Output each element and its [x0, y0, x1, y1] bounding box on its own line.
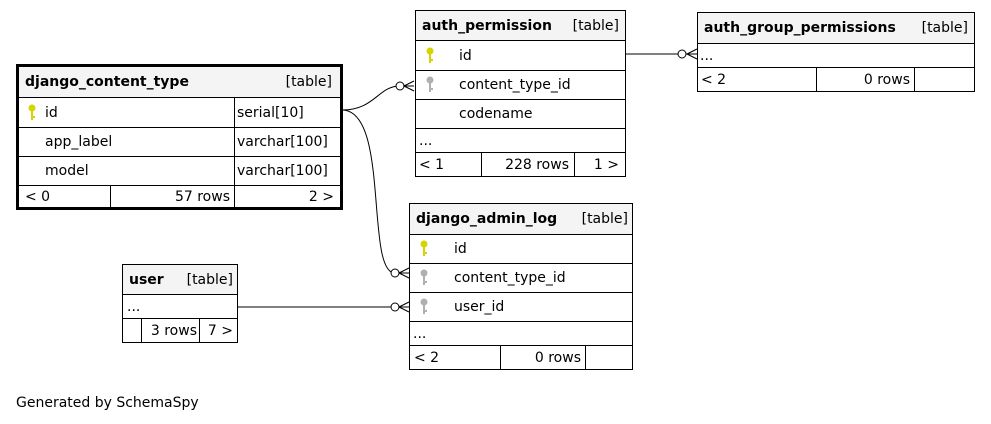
crow-foot [403, 80, 415, 87]
crow-circle [677, 49, 687, 59]
table-type-tag: [table] [285, 74, 332, 90]
column-row[interactable]: id [410, 234, 632, 263]
more-columns: ... [416, 128, 625, 152]
column-name: id [454, 241, 467, 257]
column-name: user_id [454, 299, 505, 315]
row-count: 0 rows [863, 71, 910, 88]
ellipsis: ... [700, 47, 714, 64]
column-row[interactable]: user_id [410, 292, 632, 321]
column-row[interactable]: codename [416, 99, 625, 128]
table-header: django_content_type [table] [19, 67, 340, 97]
table-user[interactable]: user [table] ... 3 rows 7 > [122, 264, 238, 343]
table-name[interactable]: django_content_type [25, 74, 189, 90]
foreign-key-icon [420, 269, 428, 285]
generated-by-text: Generated by SchemaSpy [16, 395, 199, 411]
table-footer: 3 rows 7 > [123, 318, 237, 342]
table-type-tag: [table] [572, 17, 619, 34]
children-link[interactable]: 1 > [593, 156, 619, 173]
table-auth-group-permissions[interactable]: auth_group_permissions [table] ... < 2 0… [697, 12, 975, 92]
table-name[interactable]: django_admin_log [416, 211, 558, 227]
column-name: content_type_id [459, 77, 571, 93]
table-django-admin-log[interactable]: django_admin_log [table] id content_type… [409, 203, 633, 370]
primary-key-icon [28, 104, 36, 120]
ellipsis: ... [127, 298, 141, 315]
crow-circle [395, 81, 405, 91]
parents-link[interactable]: < 2 [701, 71, 727, 88]
ellipsis: ... [419, 132, 433, 149]
table-header: auth_group_permissions [table] [698, 13, 974, 43]
table-footer: < 2 0 rows [410, 345, 632, 369]
table-auth-permission[interactable]: auth_permission [table] id content_type_… [415, 10, 626, 177]
more-columns: ... [410, 321, 632, 345]
table-type-tag: [table] [921, 20, 968, 36]
column-row[interactable]: id [416, 40, 625, 70]
column-name: app_label [45, 134, 113, 150]
parents-link[interactable]: < 2 [414, 349, 440, 366]
primary-key-icon [426, 47, 434, 63]
column-name: id [459, 47, 472, 64]
foreign-key-icon [426, 76, 434, 92]
parents-link[interactable]: < 1 [419, 156, 445, 173]
table-footer: < 0 57 rows 2 > [19, 185, 340, 207]
children-link[interactable]: 2 > [308, 188, 334, 205]
row-count: 3 rows [150, 322, 197, 339]
column-name: model [45, 163, 89, 179]
crow-foot [686, 53, 698, 60]
column-row[interactable]: content_type_id [410, 263, 632, 292]
more-columns: ... [698, 43, 974, 67]
table-header: django_admin_log [table] [410, 204, 632, 234]
column-type: serial[10] [237, 104, 304, 121]
crow-foot [403, 85, 415, 92]
table-header: user [table] [123, 265, 237, 294]
crow-circle [390, 302, 400, 312]
more-columns: ... [123, 294, 237, 318]
foreign-key-icon [420, 298, 428, 314]
parents-link[interactable]: < 0 [25, 188, 51, 205]
ellipsis: ... [413, 325, 427, 342]
edge-content-type-to-admin-log [341, 109, 409, 274]
primary-key-icon [420, 240, 428, 256]
column-name: content_type_id [454, 270, 566, 286]
crow-foot [398, 267, 410, 274]
table-footer: < 2 0 rows [698, 67, 974, 91]
table-type-tag: [table] [581, 211, 628, 227]
column-row[interactable]: app_label varchar[100] [19, 127, 340, 156]
column-name: id [45, 104, 58, 121]
table-django-content-type[interactable]: django_content_type [table] id serial[10… [16, 64, 343, 210]
row-count: 228 rows [505, 156, 569, 173]
row-count: 57 rows [174, 188, 230, 205]
row-count: 0 rows [534, 349, 581, 366]
table-header: auth_permission [table] [416, 11, 625, 40]
column-row[interactable]: id serial[10] [19, 97, 340, 127]
table-name[interactable]: user [129, 271, 164, 288]
crow-foot [398, 301, 410, 308]
column-name: codename [459, 106, 533, 122]
crow-circle [390, 268, 400, 278]
table-type-tag: [table] [186, 271, 233, 288]
edge-content-type-to-auth-permission [341, 85, 414, 111]
table-footer: < 1 228 rows 1 > [416, 152, 625, 176]
crow-foot [398, 272, 410, 279]
column-row[interactable]: content_type_id [416, 70, 625, 99]
crow-foot [398, 306, 410, 313]
column-type: varchar[100] [237, 134, 328, 150]
crow-foot [686, 48, 698, 55]
table-name[interactable]: auth_group_permissions [704, 20, 896, 36]
column-type: varchar[100] [237, 163, 328, 179]
children-link[interactable]: 7 > [207, 322, 233, 339]
table-name[interactable]: auth_permission [422, 17, 552, 34]
column-row[interactable]: model varchar[100] [19, 156, 340, 185]
